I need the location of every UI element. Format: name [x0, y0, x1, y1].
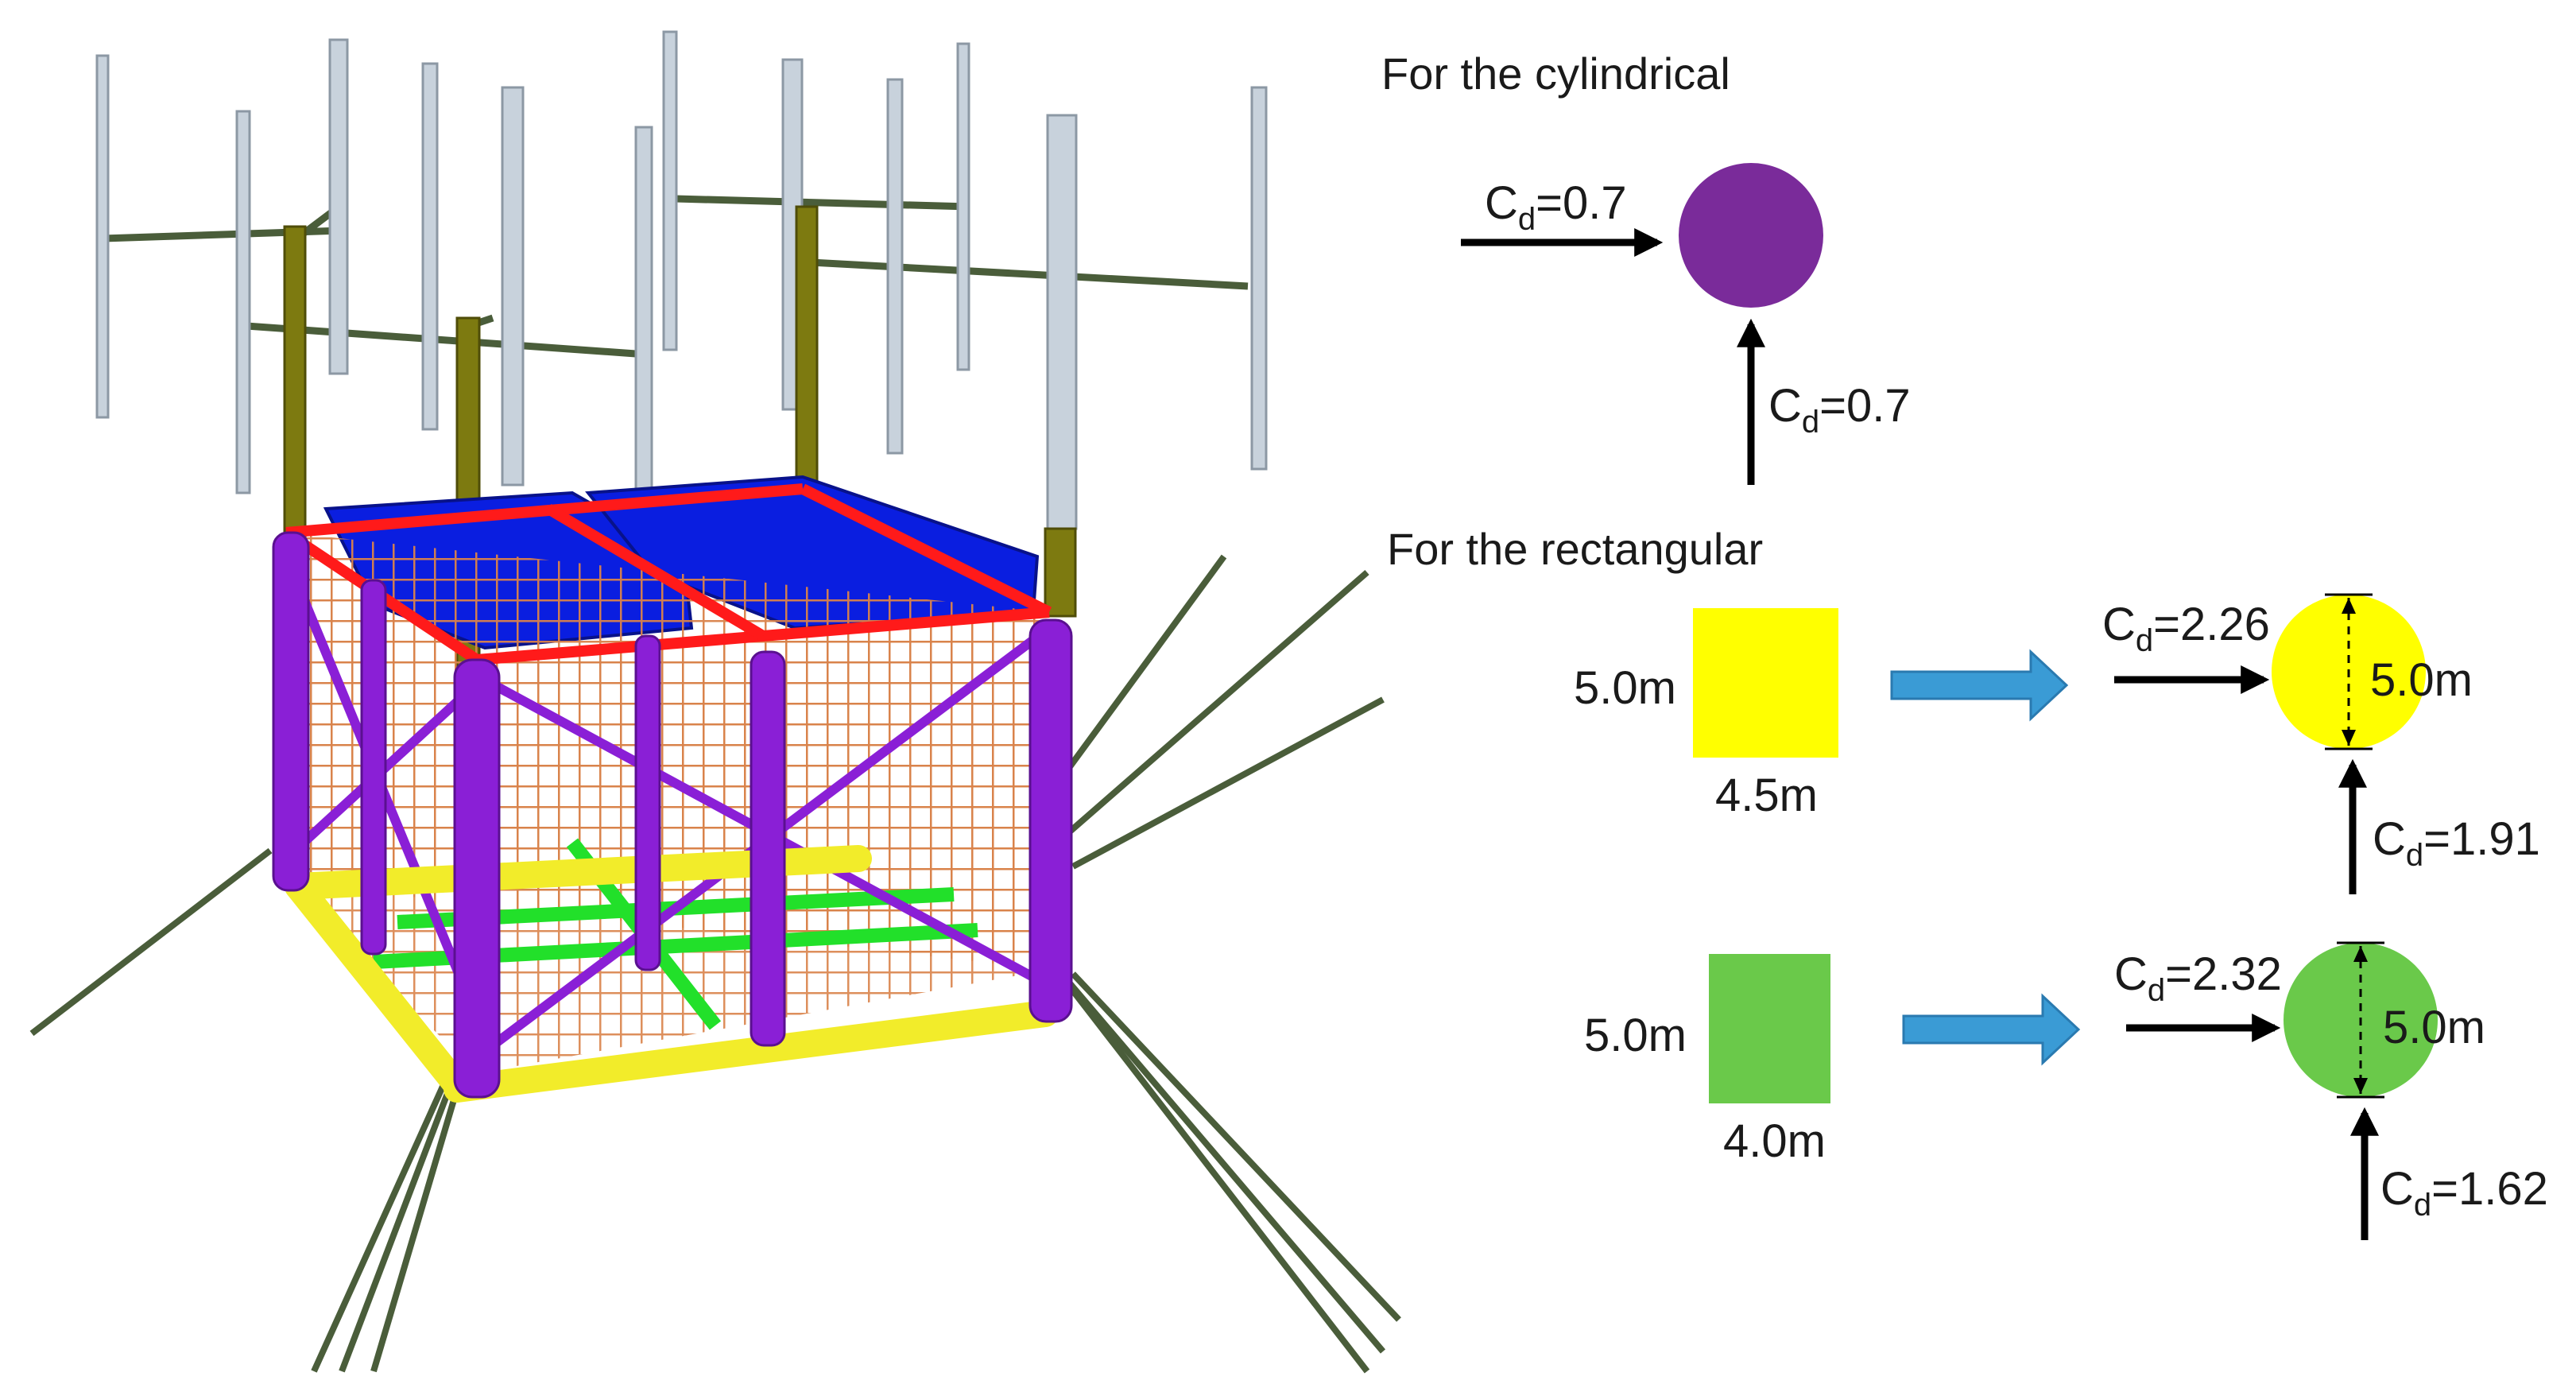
rectangular-heading: For the rectangular: [1387, 524, 1763, 574]
yellow-width-label: 4.5m: [1715, 770, 1818, 821]
yellow-height-label: 5.0m: [1574, 662, 1676, 714]
top-frame: [283, 483, 1052, 665]
mooring-lines: [29, 554, 1401, 1374]
platform-illustration: [29, 30, 1401, 1374]
green-diameter-label: 5.0m: [2383, 1002, 2485, 1053]
green-conversion-arrow: [1902, 993, 2081, 1066]
cylinder-cd-y-label: Cd=0.7: [1768, 380, 1911, 440]
yellow-column-section: 5.0m 4.5m 5.0m Cd=2.26 Cd=1.91: [1574, 593, 2540, 894]
cylindrical-section: For the cylindrical Cd=0.7 Cd=0.7: [1381, 48, 1911, 485]
cylinder-cd-x-label: Cd=0.7: [1485, 177, 1627, 237]
green-cd-y-label: Cd=1.62: [2380, 1163, 2548, 1223]
cylindrical-heading: For the cylindrical: [1381, 48, 1730, 99]
yellow-cd-x-label: Cd=2.26: [2102, 599, 2270, 658]
green-rectangle: [1709, 954, 1830, 1103]
yellow-diameter-arrowheads: [2342, 598, 2356, 746]
rotor-arms: [103, 195, 1249, 358]
green-cd-x-label: Cd=2.32: [2114, 948, 2282, 1008]
yellow-conversion-arrow: [1890, 649, 2069, 722]
yellow-cd-y-label: Cd=1.91: [2373, 813, 2540, 873]
yellow-rectangle: [1693, 608, 1838, 758]
green-height-label: 5.0m: [1584, 1010, 1687, 1061]
green-width-label: 4.0m: [1723, 1115, 1826, 1167]
green-column-section: 5.0m 4.0m 5.0m Cd=2.32 Cd=1.62: [1584, 941, 2548, 1240]
columns: [272, 531, 1073, 1099]
yellow-diameter-label: 5.0m: [2370, 654, 2473, 706]
cylinder-cross-section: [1679, 163, 1823, 308]
green-diameter-arrowheads: [2353, 946, 2368, 1094]
